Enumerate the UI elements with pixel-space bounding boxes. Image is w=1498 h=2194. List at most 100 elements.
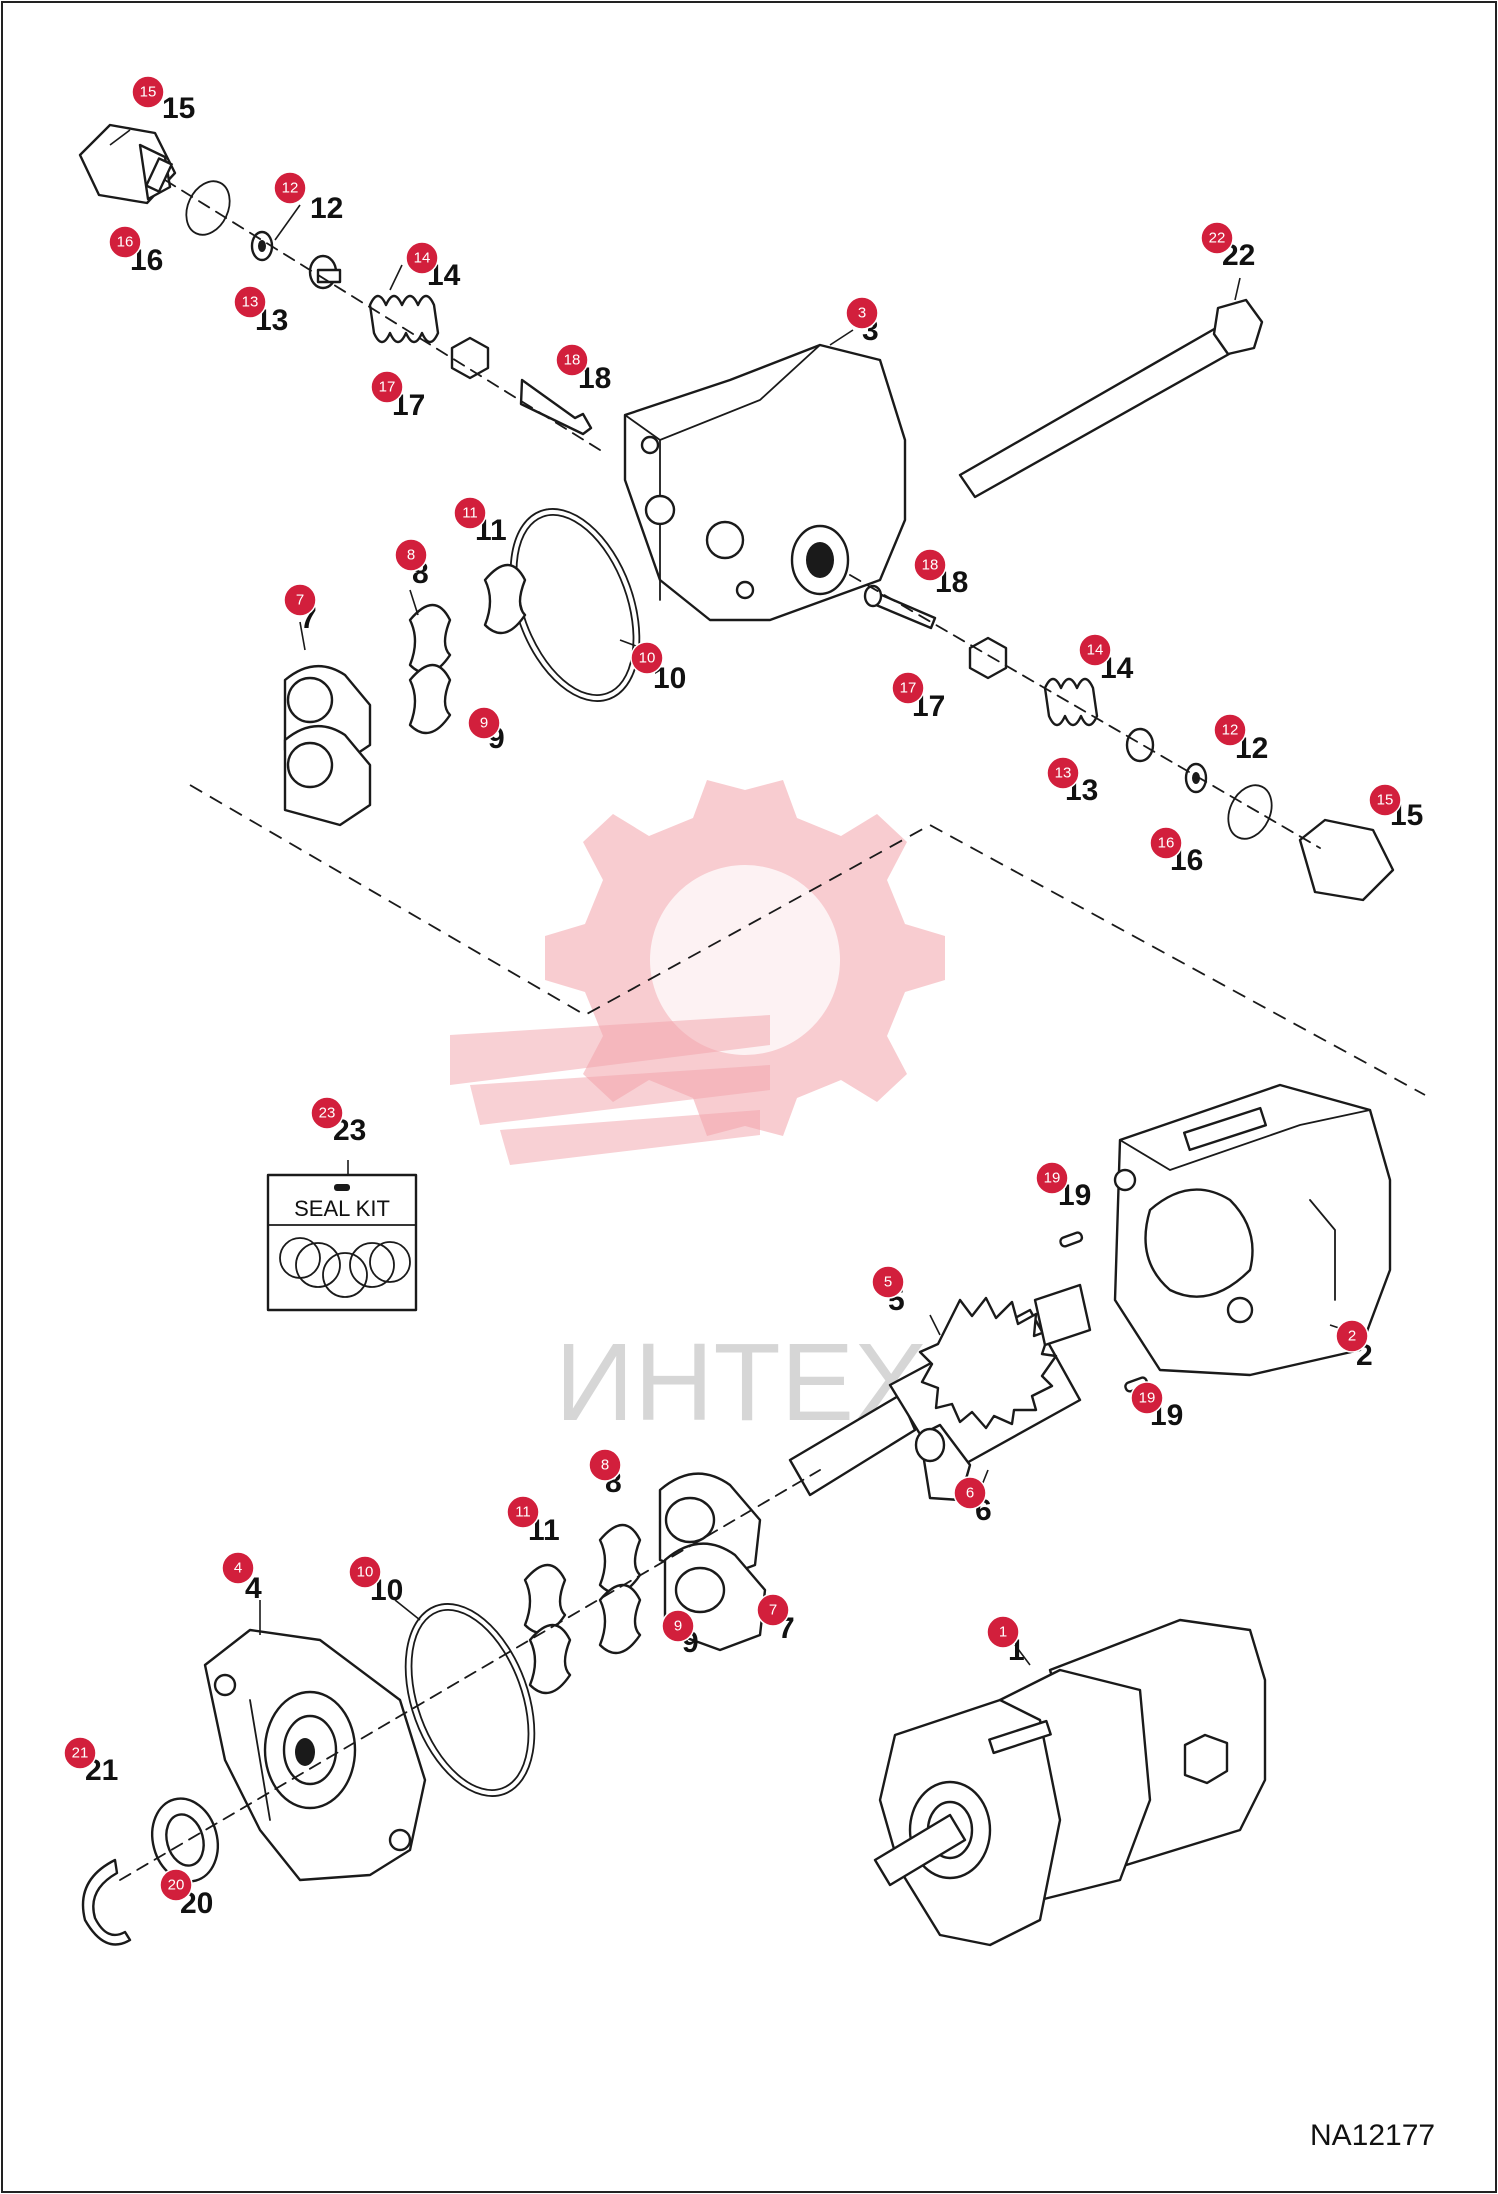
callout-badge-text: 13 xyxy=(1055,765,1072,782)
callout-badge-text: 13 xyxy=(242,294,259,311)
o-ring-upper xyxy=(185,180,231,236)
drawing-code: NA12177 xyxy=(1310,2119,1435,2152)
callout-badge-text: 15 xyxy=(140,84,157,101)
dowel-pin-upper xyxy=(1059,1231,1084,1248)
poppet-lower xyxy=(968,636,1008,680)
callout-badge-text: 12 xyxy=(1222,722,1239,739)
callout-badge-c17b: 17 xyxy=(891,671,925,705)
shaft-seal xyxy=(151,1797,219,1883)
backup-ring-lower xyxy=(1184,762,1208,794)
gasket-seal-upper xyxy=(408,563,527,735)
callout-badge-c9a: 9 xyxy=(467,706,501,740)
watermark-logo: ИНТЕХ xyxy=(450,780,945,1444)
callout-badge-c1: 1 xyxy=(986,1615,1020,1649)
callout-badge-c17a: 17 xyxy=(370,370,404,404)
callout-badge-text: 5 xyxy=(884,1274,892,1291)
callout-badge-c16a: 16 xyxy=(108,225,142,259)
callout-badge-text: 1 xyxy=(999,1624,1007,1641)
pin-lower xyxy=(863,584,937,630)
bearing-block-upper xyxy=(283,664,372,827)
callout-badge-text: 7 xyxy=(296,592,304,609)
callout-badge-text: 11 xyxy=(462,505,478,522)
o-ring-housing-lower xyxy=(404,1603,536,1797)
gasket-seal-lower xyxy=(523,1523,642,1695)
callout-badge-c7a: 7 xyxy=(283,583,317,617)
callout-badge-c20: 20 xyxy=(159,1868,193,1902)
callout-badge-text: 16 xyxy=(1158,835,1175,852)
callout-badge-c13b: 13 xyxy=(1046,756,1080,790)
callout-badge-c18b: 18 xyxy=(913,548,947,582)
pump-housing-center xyxy=(1113,1083,1392,1377)
pin-upper xyxy=(519,378,593,436)
seal-kit-label: SEAL KIT xyxy=(294,1196,390,1221)
callout-badge-text: 4 xyxy=(234,1560,242,1577)
callout-badge-c14b: 14 xyxy=(1078,633,1112,667)
callout-badge-text: 9 xyxy=(480,715,488,732)
callout-badge-text: 8 xyxy=(407,547,415,564)
callout-badge-text: 19 xyxy=(1139,1390,1156,1407)
callout-badge-c3: 3 xyxy=(845,296,879,330)
callout-badge-text: 21 xyxy=(72,1745,89,1762)
o-ring-lower xyxy=(1227,784,1273,840)
callout-badge-c16b: 16 xyxy=(1149,826,1183,860)
retaining-ring xyxy=(81,1858,132,1946)
callout-badge-text: 6 xyxy=(966,1485,974,1502)
callout-badge-c9b: 9 xyxy=(661,1609,695,1643)
callout-badge-text: 9 xyxy=(674,1618,682,1635)
callout-badge-text: 18 xyxy=(922,557,939,574)
plug-lower xyxy=(1298,818,1395,902)
assembly-outline xyxy=(189,784,1426,1096)
callout-badge-c8b: 8 xyxy=(588,1448,622,1482)
callout-badge-text: 20 xyxy=(168,1877,185,1894)
callout-number-c15a: 15 xyxy=(162,92,195,125)
callout-badge-c15a: 15 xyxy=(131,75,165,109)
callout-badge-text: 14 xyxy=(414,250,431,267)
callout-badge-text: 23 xyxy=(319,1105,336,1122)
callout-badge-text: 12 xyxy=(282,180,299,197)
callout-badge-c13a: 13 xyxy=(233,285,267,319)
callout-badge-c12b: 12 xyxy=(1213,713,1247,747)
through-bolt xyxy=(958,298,1264,499)
callout-badge-text: 16 xyxy=(117,234,134,251)
callout-badge-c11b: 11 xyxy=(506,1495,540,1529)
callout-badge-text: 10 xyxy=(639,650,656,667)
callout-badge-c10a: 10 xyxy=(630,641,664,675)
callout-badge-text: 22 xyxy=(1209,230,1226,247)
callout-badge-c19b: 19 xyxy=(1130,1381,1164,1415)
callout-badge-c11a: 11 xyxy=(453,496,487,530)
callout-badge-text: 7 xyxy=(769,1602,777,1619)
callout-badge-text: 18 xyxy=(564,352,581,369)
callout-badge-c19a: 19 xyxy=(1035,1161,1069,1195)
callout-leaders xyxy=(109,129,1361,1666)
seat-lower xyxy=(1125,727,1155,763)
callout-badge-text: 2 xyxy=(1348,1328,1356,1345)
spring-lower xyxy=(1043,677,1099,727)
callout-number-c12a: 12 xyxy=(310,192,343,225)
callout-badge-text: 19 xyxy=(1044,1170,1061,1187)
plug-upper xyxy=(78,123,177,205)
callout-badge-c10b: 10 xyxy=(348,1555,382,1589)
front-flange-cover xyxy=(203,1628,427,1882)
callout-badge-text: 3 xyxy=(858,305,866,322)
spring-upper xyxy=(368,294,440,344)
callout-badge-c15b: 15 xyxy=(1368,783,1402,817)
bearing-block-lower xyxy=(658,1472,767,1652)
callout-badge-c2: 2 xyxy=(1335,1319,1369,1353)
seat-upper xyxy=(308,254,342,290)
callout-badge-c5: 5 xyxy=(871,1265,905,1299)
callout-badge-c14a: 14 xyxy=(405,241,439,275)
assembled-pump xyxy=(873,1618,1267,1947)
callout-badge-c21: 21 xyxy=(63,1736,97,1770)
callout-badge-c12a: 12 xyxy=(273,171,307,205)
callout-badge-c4: 4 xyxy=(221,1551,255,1585)
callout-badge-text: 14 xyxy=(1087,642,1104,659)
callout-badge-text: 17 xyxy=(379,379,396,396)
callout-badge-c23: 23 xyxy=(310,1096,344,1130)
callout-badge-c22: 22 xyxy=(1200,221,1234,255)
seal-kit-box: SEAL KIT xyxy=(266,1173,418,1312)
callout-badge-text: 15 xyxy=(1377,792,1394,809)
o-ring-housing-upper xyxy=(509,508,641,702)
